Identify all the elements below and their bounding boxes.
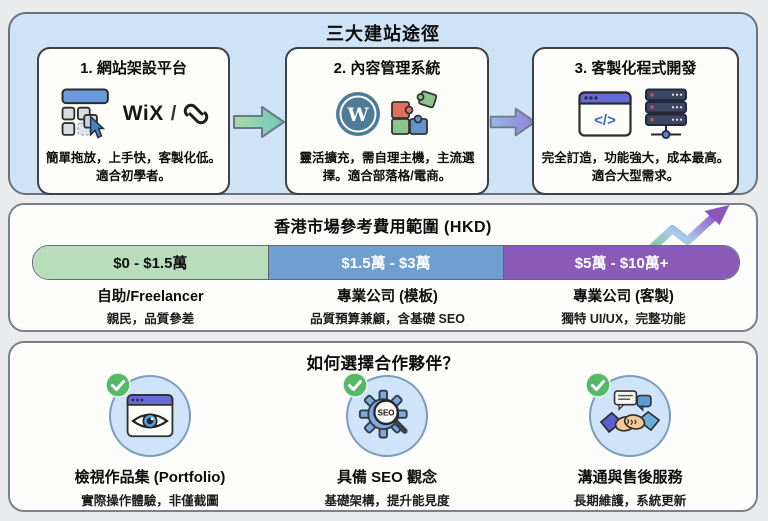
check-badge-icon: [342, 372, 368, 398]
communication-label: 溝通與售後服務: [577, 469, 683, 486]
code-window-icon: </>: [578, 91, 632, 137]
check-badge-icon: [585, 372, 611, 398]
wordpress-icon: W: [334, 90, 382, 138]
svg-text:</>: </>: [594, 112, 616, 129]
tier-low-label: 自助/Freelancer: [97, 289, 204, 305]
server-stack-icon: [639, 88, 693, 140]
portfolio-icon-circle: [105, 372, 191, 457]
price-range-low: $0 - $1.5萬: [113, 255, 188, 272]
drag-drop-builder-icon: [58, 87, 116, 141]
plugins-puzzle-icon: [389, 90, 441, 138]
card2-title: 2. 內容管理系統: [333, 60, 441, 77]
price-segment-mid: $1.5萬 - $3萬: [267, 246, 504, 279]
price-range-mid: $1.5萬 - $3萬: [341, 255, 431, 272]
flow-arrow-purple-icon: [489, 102, 537, 142]
seo-icon-circle: SEO: [342, 372, 428, 457]
tier-high-labels: 專業公司 (客製) 獨特 UI/UX，完整功能: [505, 285, 742, 327]
svg-text:W: W: [346, 104, 369, 126]
tier-mid-labels: 專業公司 (模板) 品質預算兼顧，含基礎 SEO: [269, 285, 506, 327]
card3-icon-row: </>: [578, 78, 693, 150]
partner-item-seo: SEO 具備 SEO 觀念 基礎架構，提升能見度: [272, 372, 502, 509]
section-pricing: 香港市場參考費用範圍 (HKD) $0 - $1.5萬 $1.5萬 - $3萬 …: [8, 203, 758, 332]
handshake-chat-icon: [600, 389, 660, 444]
price-range-bar: $0 - $1.5萬 $1.5萬 - $3萬 $5萬 - $10萬+: [32, 245, 740, 280]
price-segment-high: $5萬 - $10萬+: [503, 246, 739, 279]
seo-label: 具備 SEO 觀念: [336, 469, 437, 486]
partner-item-portfolio: 檢視作品集 (Portfolio) 實際操作體驗，非僅截圖: [35, 372, 265, 509]
seo-sub: 基礎架構，提升能見度: [324, 494, 450, 508]
card-website-builder: 1. 網站架設平台 WiX /: [37, 47, 230, 195]
section1-title: 三大建站途徑: [326, 24, 440, 44]
browser-eye-icon: [124, 393, 176, 440]
tier-low-sub: 親民，品質參差: [106, 312, 195, 326]
card3-description: 完全訂造，功能強大，成本最高。適合大型需求。: [541, 151, 730, 183]
flow-arrow-green-icon: [232, 102, 286, 142]
card-cms: 2. 內容管理系統 W: [285, 47, 489, 195]
pricing-title: 香港市場參考費用範圍 (HKD): [274, 219, 492, 236]
check-badge-icon: [105, 372, 131, 398]
trend-up-arrow-icon: [640, 205, 745, 257]
card1-title: 1. 網站架設平台: [80, 60, 187, 77]
squarespace-logo-icon: [183, 102, 209, 126]
portfolio-sub: 實際操作體驗，非僅截圖: [81, 494, 219, 508]
tier-high-label: 專業公司 (客製): [573, 289, 674, 305]
partner-title: 如何選擇合作夥伴？: [306, 355, 460, 373]
card3-title: 3. 客製化程式開發: [574, 60, 697, 77]
card1-description: 簡單拖放，上手快，客製化低。適合初學者。: [45, 151, 221, 183]
section-three-build-paths: 三大建站途徑 1. 網站架設平台 WiX /: [8, 12, 758, 195]
wix-logo-text: WiX: [122, 102, 164, 125]
tier-low-labels: 自助/Freelancer 親民，品質參差: [32, 285, 269, 327]
tier-mid-sub: 品質預算兼顧，含基礎 SEO: [310, 312, 465, 326]
price-range-high: $5萬 - $10萬+: [574, 255, 669, 272]
svg-text:SEO: SEO: [378, 409, 395, 418]
portfolio-label: 檢視作品集 (Portfolio): [74, 469, 226, 486]
section-partner-selection: 如何選擇合作夥伴？ 檢視作品集: [8, 341, 758, 512]
card-custom-development: 3. 客製化程式開發 </>: [532, 47, 739, 195]
price-segment-low: $0 - $1.5萬: [33, 246, 268, 279]
card1-icon-row: WiX /: [58, 78, 210, 150]
partner-item-communication: 溝通與售後服務 長期維護，系統更新: [515, 372, 745, 509]
card2-description: 靈活擴充，需自理主機，主流選擇。適合部落格/電商。: [299, 151, 475, 183]
brand-separator: /: [170, 102, 177, 125]
communication-sub: 長期維護，系統更新: [573, 494, 687, 508]
tier-high-sub: 獨特 UI/UX，完整功能: [561, 312, 686, 326]
card2-icon-row: W: [334, 78, 441, 150]
tier-mid-label: 專業公司 (模板): [337, 289, 438, 305]
communication-icon-circle: [585, 372, 671, 457]
seo-gear-magnifier-icon: SEO: [358, 387, 416, 445]
